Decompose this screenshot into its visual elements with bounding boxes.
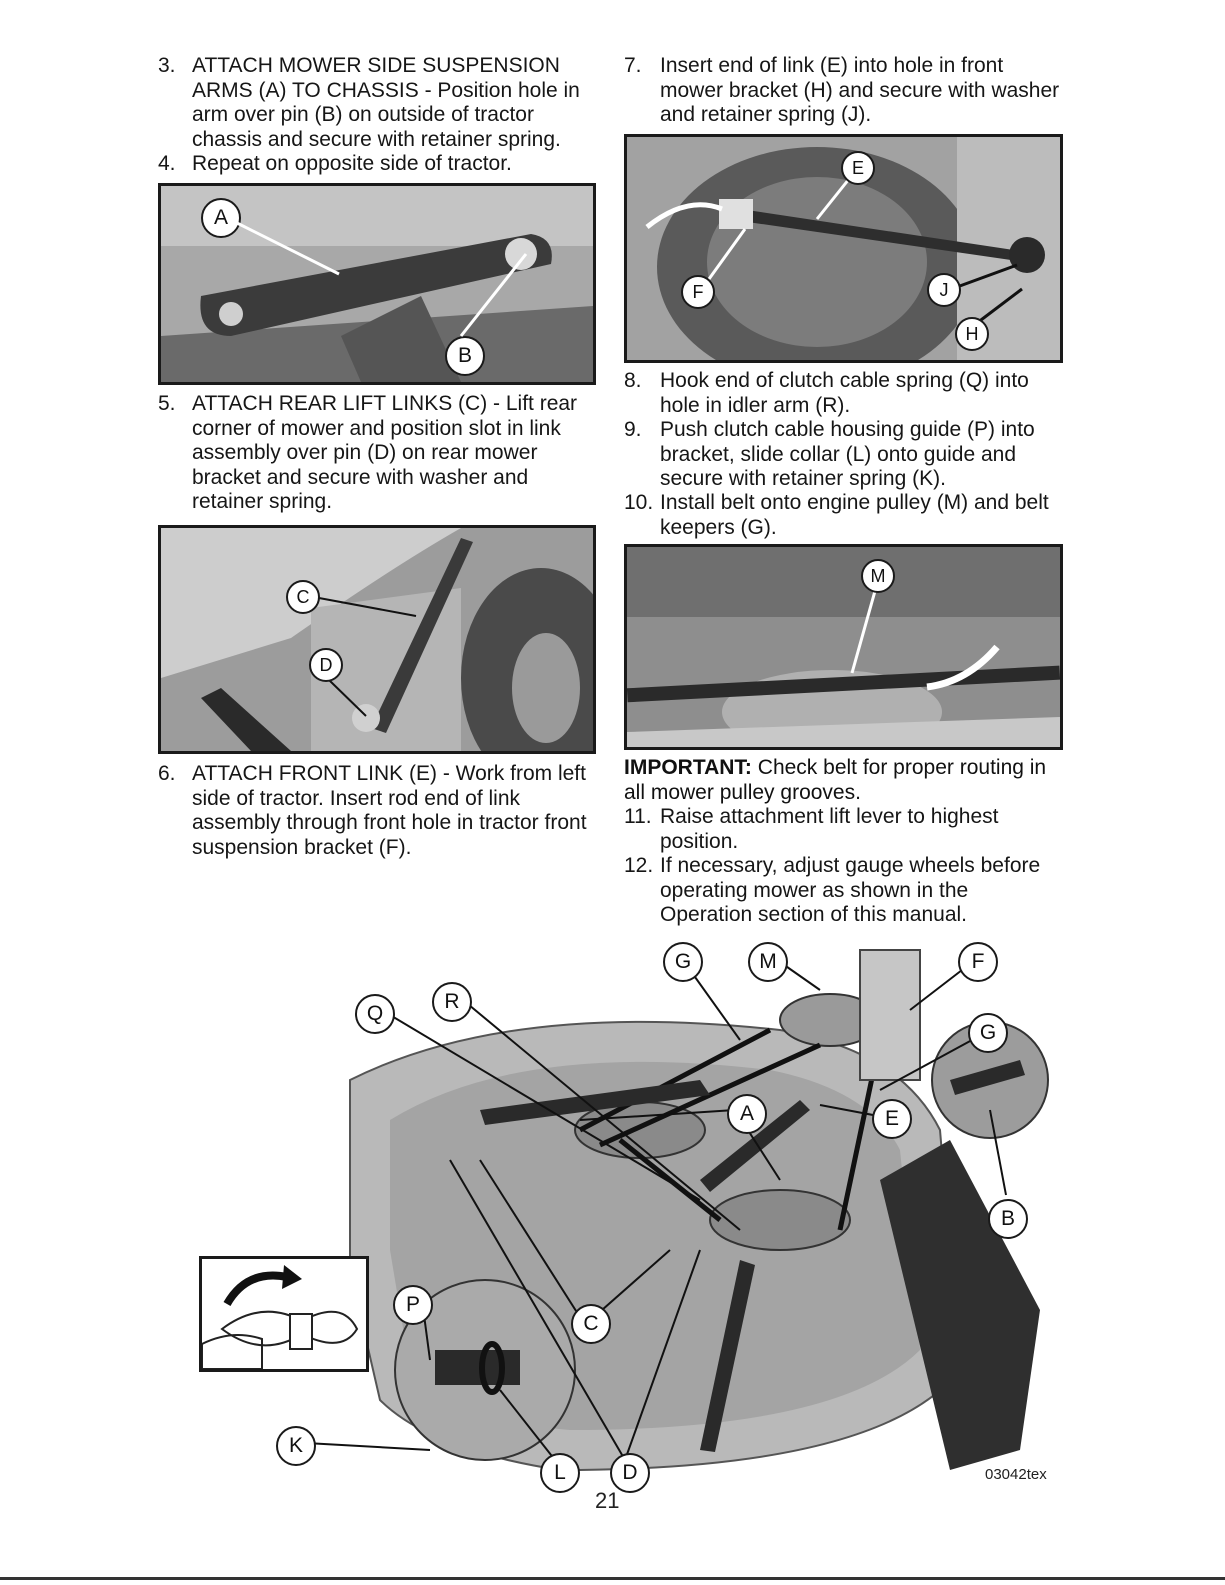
callout-f: F — [681, 275, 715, 309]
photo-rear-lift-link: C D — [158, 525, 596, 754]
callout-r: R — [432, 982, 472, 1022]
step-number: 9. — [624, 418, 642, 441]
step-text: Raise attachment lift lever to highest p… — [660, 805, 999, 853]
photo-front-link: E F J H — [624, 134, 1063, 363]
callout-e-diagram: E — [872, 1099, 912, 1139]
callout-d: D — [309, 648, 343, 682]
important-label: IMPORTANT: — [624, 756, 752, 779]
figure-code: 03042tex — [985, 1466, 1047, 1483]
callout-a: A — [201, 198, 241, 238]
step-3: 3. ATTACH MOWER SIDE SUSPENSION ARMS (A)… — [158, 54, 590, 152]
photo-rear-lift-link-image — [161, 528, 593, 751]
step-5: 5. ATTACH REAR LIFT LINKS (C) - Lift rea… — [158, 392, 590, 515]
step-10: 10. Install belt onto engine pulley (M) … — [624, 491, 1060, 540]
step-number: 3. — [158, 54, 176, 77]
important-text: Check belt for proper routing in all mow… — [624, 756, 1047, 804]
step-text: ATTACH REAR LIFT LINKS (C) - Lift rear c… — [192, 392, 578, 513]
callout-b-diagram: B — [988, 1199, 1028, 1239]
callout-g-top: G — [663, 942, 703, 982]
step-text: Insert end of link (E) into hole in fron… — [660, 54, 1060, 126]
photo-engine-pulley: M — [624, 544, 1063, 750]
step-number: 6. — [158, 762, 176, 785]
leader-lines — [234, 220, 528, 337]
photo-suspension-arm-image — [161, 186, 593, 382]
step-text: If necessary, adjust gauge wheels before… — [660, 854, 1041, 926]
step-number: 10. — [624, 491, 654, 514]
callout-h: H — [955, 317, 989, 351]
step-number: 4. — [158, 152, 176, 175]
step-number: 5. — [158, 392, 176, 415]
step-number: 12. — [624, 854, 654, 877]
step-text: Hook end of clutch cable spring (Q) into… — [660, 369, 1029, 417]
step-number: 7. — [624, 54, 642, 77]
callout-c: C — [286, 580, 320, 614]
retainer-spring-illustration — [201, 1265, 359, 1370]
step-9: 9. Push clutch cable housing guide (P) i… — [624, 418, 1060, 492]
step-number: 11. — [624, 805, 652, 828]
step-12: 12. If necessary, adjust gauge wheels be… — [624, 854, 1060, 928]
callout-l: L — [540, 1453, 580, 1493]
callout-p: P — [393, 1285, 433, 1325]
photo-engine-pulley-image — [627, 547, 1060, 747]
leader-lines — [850, 590, 1000, 691]
step-text: Install belt onto engine pulley (M) and … — [660, 491, 1049, 539]
page-bottom-rule — [0, 1577, 1225, 1580]
step-text: ATTACH MOWER SIDE SUSPENSION ARMS (A) TO… — [192, 54, 580, 151]
step-6: 6. ATTACH FRONT LINK (E) - Work from lef… — [158, 762, 590, 860]
callout-d-diagram: D — [610, 1453, 650, 1493]
photo-suspension-arm: A B — [158, 183, 596, 385]
callout-c-diagram: C — [571, 1304, 611, 1344]
callout-k: K — [276, 1426, 316, 1466]
leader-lines — [318, 597, 417, 717]
callout-e: E — [841, 151, 875, 185]
retainer-spring-inset — [199, 1256, 369, 1372]
step-8: 8. Hook end of clutch cable spring (Q) i… — [624, 369, 1060, 418]
callout-b: B — [445, 336, 485, 376]
callout-j: J — [927, 273, 961, 307]
callout-q: Q — [355, 994, 395, 1034]
step-text: Push clutch cable housing guide (P) into… — [660, 418, 1035, 490]
step-text: Repeat on opposite side of tractor. — [192, 152, 512, 175]
callout-g-right: G — [968, 1013, 1008, 1053]
important-note: IMPORTANT: Check belt for proper routing… — [624, 756, 1060, 805]
step-text: ATTACH FRONT LINK (E) - Work from left s… — [192, 762, 587, 859]
callout-m: M — [861, 559, 895, 593]
step-7: 7. Insert end of link (E) into hole in f… — [624, 54, 1060, 128]
step-number: 8. — [624, 369, 642, 392]
page-number: 21 — [595, 1488, 620, 1513]
mower-deck-diagram — [287, 949, 1049, 1472]
leader-lines — [645, 178, 1023, 325]
step-11: 11. Raise attachment lift lever to highe… — [624, 805, 1060, 854]
step-4: 4. Repeat on opposite side of tractor. — [158, 152, 590, 177]
callout-m-diagram: M — [748, 942, 788, 982]
callout-a-diagram: A — [727, 1094, 767, 1134]
callout-f-diagram: F — [958, 942, 998, 982]
